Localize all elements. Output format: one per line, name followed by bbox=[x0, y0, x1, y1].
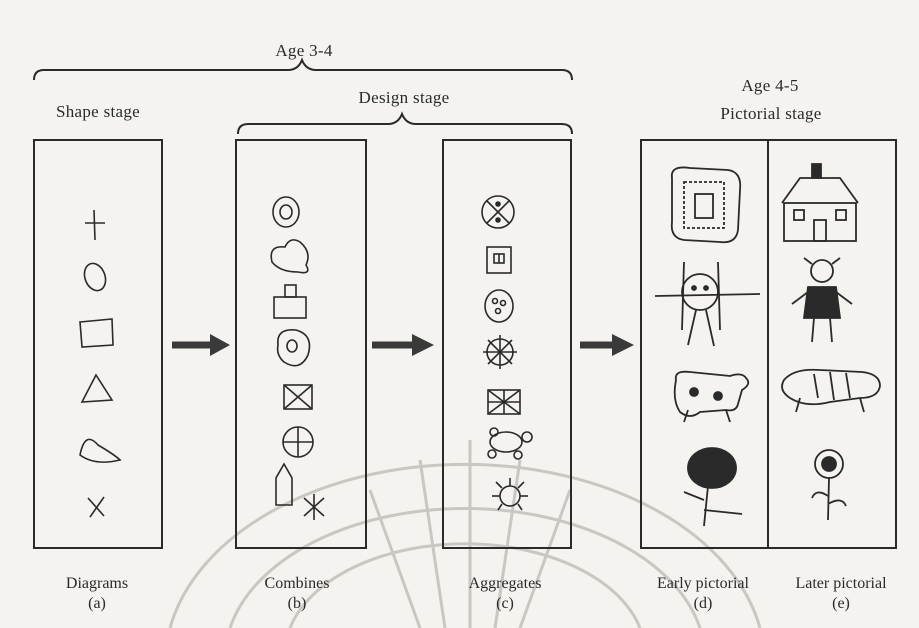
panel-b-box bbox=[235, 139, 367, 549]
shape-stage-title: Shape stage bbox=[55, 102, 141, 121]
caption-e-text: Later pictorial bbox=[795, 575, 887, 592]
sun-wheel bbox=[483, 335, 517, 369]
design-stage-brace bbox=[237, 111, 573, 135]
diagram-shapes bbox=[79, 209, 122, 518]
caption-d-text: Early pictorial bbox=[657, 575, 749, 592]
caption-a: Diagrams (a) bbox=[66, 574, 128, 614]
turtle-shape bbox=[487, 427, 533, 460]
spiral-combine bbox=[276, 328, 311, 367]
aggregate-shapes bbox=[481, 195, 533, 511]
later-pictorial-drawings bbox=[781, 163, 881, 521]
oval-shape bbox=[83, 262, 107, 292]
union-jack bbox=[487, 389, 521, 415]
panel-c-box bbox=[442, 139, 572, 549]
arrow-b-to-c bbox=[372, 334, 434, 356]
cross-in-circle bbox=[282, 426, 314, 458]
blob-combine bbox=[270, 239, 309, 274]
cross-shape bbox=[85, 209, 105, 241]
triangle-shape bbox=[80, 373, 114, 403]
caption-d: Early pictorial (d) bbox=[657, 574, 749, 614]
caption-d-tag: (d) bbox=[693, 595, 713, 612]
caption-b-tag: (b) bbox=[287, 595, 307, 612]
circle-x-dots bbox=[481, 195, 515, 229]
age-3-4-brace bbox=[33, 57, 573, 81]
caption-c: Aggregates (c) bbox=[469, 574, 542, 614]
later-person-drawing bbox=[791, 257, 853, 343]
caption-b-text: Combines bbox=[264, 575, 330, 592]
caption-c-text: Aggregates bbox=[468, 575, 542, 592]
later-flower-drawing bbox=[811, 449, 847, 521]
caption-c-tag: (c) bbox=[496, 595, 514, 612]
early-pictorial-drawings bbox=[654, 166, 761, 527]
rectangle-shape bbox=[79, 318, 114, 348]
freeform-shape bbox=[79, 438, 122, 463]
early-house-drawing bbox=[670, 166, 742, 244]
caption-e: Later pictorial (e) bbox=[795, 574, 886, 614]
star-combine bbox=[303, 494, 325, 520]
concentric-oval bbox=[272, 196, 300, 228]
pictorial-stage-title: Pictorial stage bbox=[720, 104, 822, 123]
x-in-square bbox=[283, 384, 313, 410]
arrow-a-to-b bbox=[172, 334, 230, 356]
later-tiger-drawing bbox=[781, 368, 881, 413]
later-house-drawing bbox=[781, 163, 859, 242]
panel-a-box bbox=[33, 139, 163, 549]
house-outline bbox=[275, 462, 293, 506]
oval-with-dots bbox=[484, 289, 514, 323]
caption-a-text: Diagrams bbox=[65, 575, 129, 592]
combine-shapes bbox=[270, 196, 325, 520]
caption-a-tag: (a) bbox=[88, 595, 106, 612]
box-with-square bbox=[273, 284, 307, 319]
early-tree-drawing bbox=[683, 447, 743, 527]
age-3-4-label: Age 3-4 bbox=[275, 41, 333, 60]
caption-e-tag: (e) bbox=[832, 595, 850, 612]
watermark-seal bbox=[168, 440, 762, 628]
design-stage-title: Design stage bbox=[358, 88, 450, 107]
age-4-5-label: Age 4-5 bbox=[741, 76, 799, 95]
sunburst-face bbox=[492, 478, 528, 511]
arrow-c-to-d bbox=[580, 334, 634, 356]
caption-b: Combines (b) bbox=[265, 574, 330, 614]
early-person-drawing bbox=[654, 261, 761, 347]
early-animal-drawing bbox=[673, 370, 750, 423]
framed-square bbox=[486, 246, 512, 274]
x-shape bbox=[87, 496, 105, 518]
